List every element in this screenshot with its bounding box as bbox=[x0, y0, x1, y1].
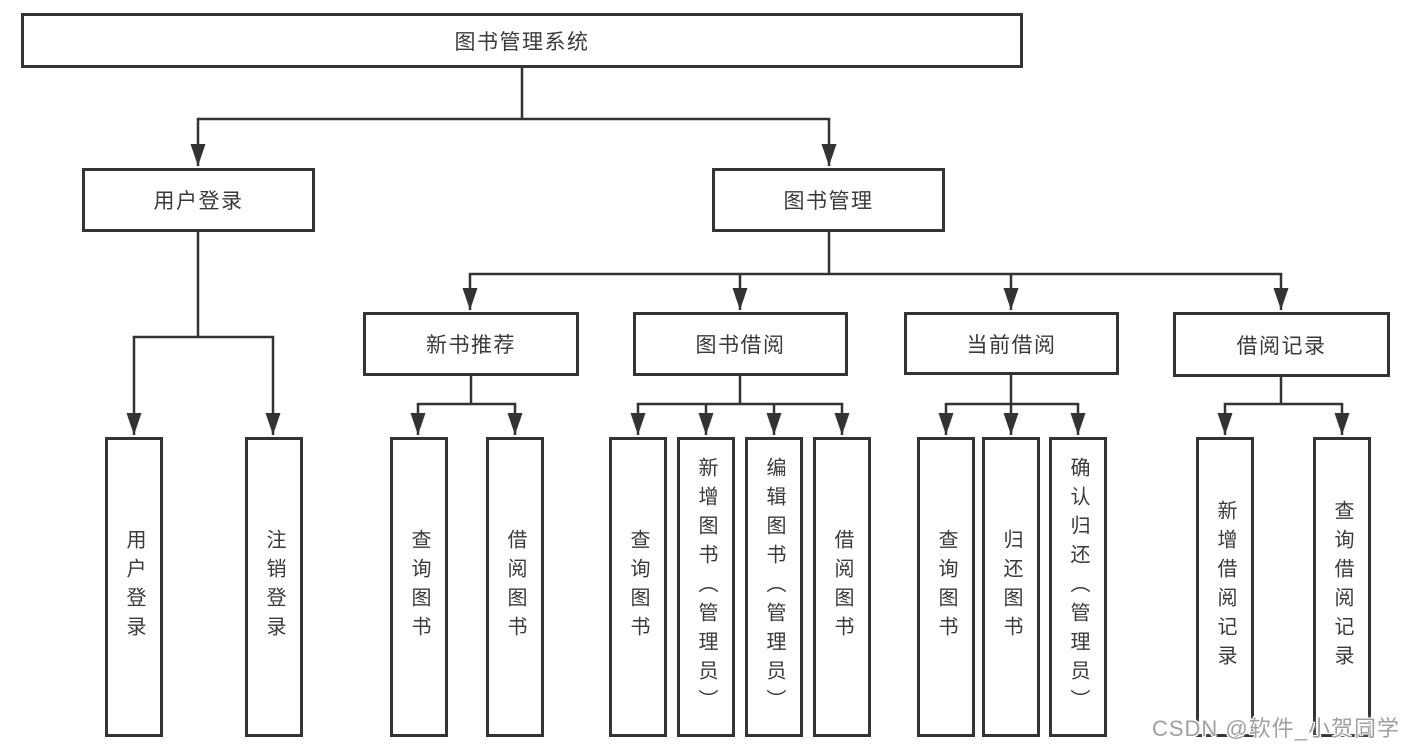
connector-newbooks-to-leaves bbox=[410, 376, 523, 435]
leaf-edit-books-admin: 编辑图书（管理员） bbox=[745, 437, 803, 737]
leaf-confirm-return-admin: 确认归还（管理员） bbox=[1049, 437, 1107, 737]
leaf-query-books-borrow: 查询图书 bbox=[609, 437, 667, 737]
connector-borrow-to-leaves bbox=[630, 376, 850, 435]
leaf-query-books-current: 查询图书 bbox=[917, 437, 975, 737]
connector-root-to-level2 bbox=[190, 68, 837, 166]
leaf-user-login: 用户登录 bbox=[105, 437, 163, 737]
leaf-query-books-recommend: 查询图书 bbox=[390, 437, 448, 737]
node-book-borrow: 图书借阅 bbox=[633, 312, 848, 376]
node-new-book-recommend: 新书推荐 bbox=[363, 312, 579, 376]
leaf-return-books: 归还图书 bbox=[982, 437, 1040, 737]
leaf-query-borrow-record: 查询借阅记录 bbox=[1313, 437, 1371, 737]
leaf-add-borrow-record: 新增借阅记录 bbox=[1196, 437, 1254, 737]
node-root-system: 图书管理系统 bbox=[21, 13, 1023, 68]
leaf-logout: 注销登录 bbox=[245, 437, 303, 737]
node-book-management: 图书管理 bbox=[712, 168, 945, 232]
node-borrow-records: 借阅记录 bbox=[1173, 312, 1390, 377]
connector-login-to-leaves bbox=[126, 232, 281, 435]
node-user-login: 用户登录 bbox=[82, 168, 315, 232]
connector-current-to-leaves bbox=[938, 375, 1086, 435]
leaf-add-books-admin: 新增图书（管理员） bbox=[677, 437, 735, 737]
connector-mgmt-to-level3 bbox=[462, 232, 1289, 310]
connector-records-to-leaves bbox=[1217, 377, 1350, 435]
leaf-borrow-books: 借阅图书 bbox=[813, 437, 871, 737]
leaf-borrow-books-recommend: 借阅图书 bbox=[486, 437, 544, 737]
node-current-borrow: 当前借阅 bbox=[904, 312, 1119, 375]
csdn-watermark: CSDN @软件_小贺同学 bbox=[1151, 716, 1400, 741]
